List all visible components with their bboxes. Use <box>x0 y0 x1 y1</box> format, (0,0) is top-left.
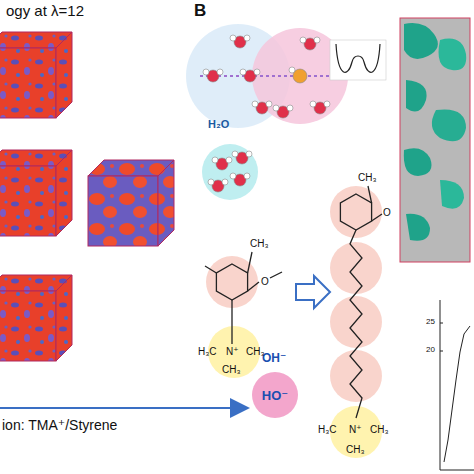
group-label: H₃C <box>198 346 217 357</box>
atom-label: N⁺ <box>349 424 362 435</box>
group-label: CH₃ <box>250 238 269 249</box>
group-label: CH₃ <box>222 364 241 375</box>
molecule-label: H₂O <box>208 118 229 130</box>
atom-label: O <box>383 207 391 218</box>
panel-heading: ogy at λ=12 <box>6 3 84 20</box>
ion-label: OH⁻ <box>262 352 286 365</box>
group-label: CH₃ <box>346 444 365 455</box>
group-label: CH₃ <box>358 172 377 183</box>
ion-circle: HO⁻ <box>252 372 298 418</box>
group-label: H₃C <box>318 424 337 435</box>
group-label: CH₃ <box>370 424 389 435</box>
panel-letter: B <box>194 2 206 21</box>
atom-label: O <box>261 276 269 287</box>
tick-label: 25 <box>426 318 435 327</box>
ion-label: HO⁻ <box>262 388 288 403</box>
axis-caption: ion: TMA⁺/Styrene <box>2 418 117 433</box>
group-label: CH₃ <box>246 346 265 357</box>
atom-label: N⁺ <box>226 346 239 357</box>
tick-label: 20 <box>426 346 435 355</box>
